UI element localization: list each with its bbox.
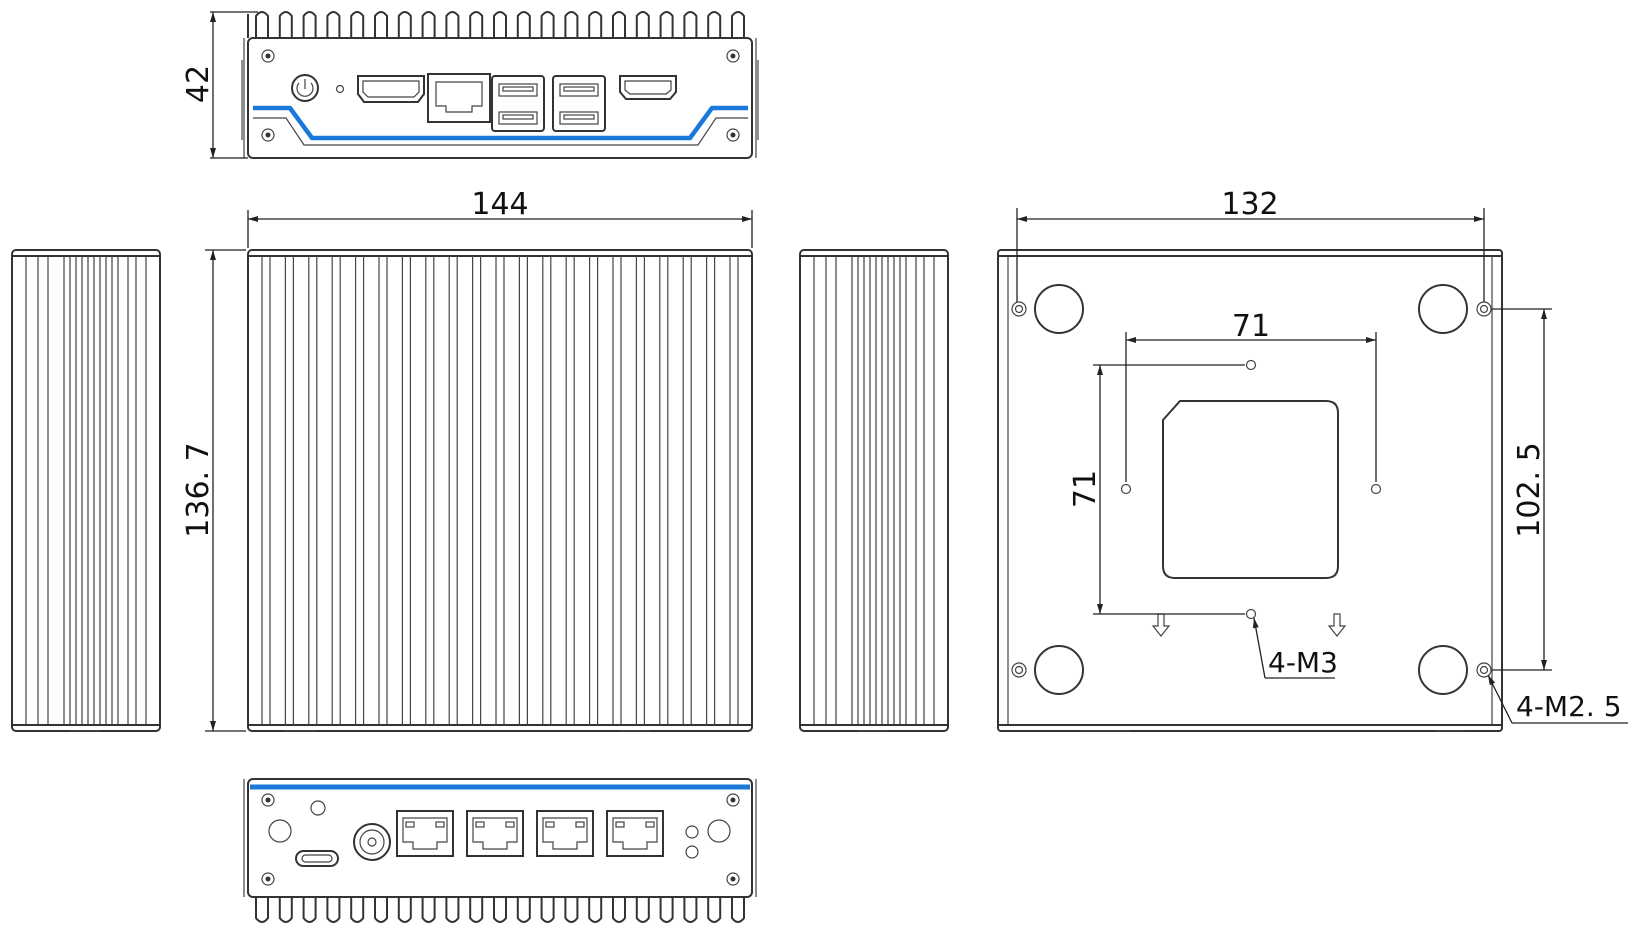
led-indicator-icon [685,825,699,859]
dimension-label: 71 [1232,309,1270,344]
rubber-foot-icon [1034,284,1468,695]
reset-hole-icon [310,800,326,816]
dc-power-jack-icon [353,823,391,861]
callout-label: 4-M2. 5 [1516,690,1622,723]
dimension-bottom-width: 132 [1016,187,1485,302]
front-panel-body [247,37,753,159]
usb-ports-icon [491,75,606,132]
callout-vesa-screws: 4-M3 [1252,617,1338,679]
side-view-left [11,249,161,732]
hdmi-port-icon [357,75,425,103]
antenna-hole-icon [268,819,292,843]
rear-view [243,778,757,923]
screw-icon [1011,301,1492,678]
dimension-label: 132 [1221,187,1278,222]
antenna-hole-icon [707,819,731,843]
screw-icon [261,793,740,886]
dimension-label: 102. 5 [1512,442,1547,537]
side-view-right [799,249,949,732]
hdmi-port-icon [619,75,677,100]
dimension-label: 136. 7 [181,442,216,537]
vesa-hole-icon [1120,359,1382,620]
callout-mount-screws: 4-M2. 5 [1487,674,1628,724]
dimension-vesa-horizontal: 71 [1125,309,1377,482]
front-accent-band [253,105,748,141]
front-view [241,11,759,159]
dimension-front-height: 42 [181,11,258,159]
dimension-label: 71 [1068,470,1103,508]
dimension-mount-spacing: 102. 5 [1492,308,1552,671]
ethernet-port-icon [396,810,664,857]
power-button-icon [291,74,319,102]
dimension-label: 144 [471,187,528,222]
callout-label: 4-M3 [1268,646,1338,679]
screw-icon [261,49,740,142]
usb-c-port-icon [295,850,339,867]
top-view [247,249,753,732]
thermal-pad [1162,400,1339,579]
dimension-top-depth: 136. 7 [181,249,246,732]
dimension-label: 42 [181,65,216,103]
dimension-top-width: 144 [247,187,753,248]
dimension-vesa-vertical: 71 [1068,364,1245,615]
direction-arrow-icon [1151,613,1347,637]
ethernet-port-icon [427,73,491,123]
led-indicator-icon [335,84,345,94]
